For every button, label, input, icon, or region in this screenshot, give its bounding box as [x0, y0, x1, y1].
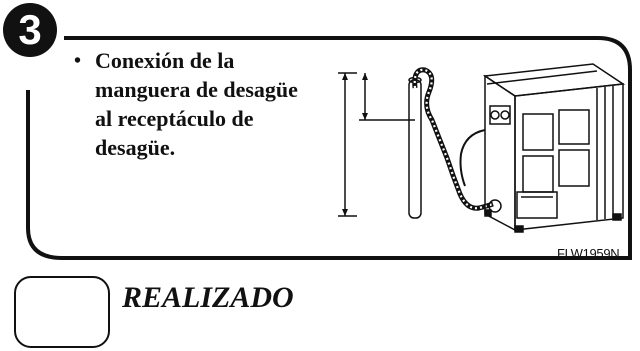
washer-drain-illustration — [338, 63, 625, 233]
instruction-text: Conexión de la manguera de desagüe al re… — [95, 48, 298, 160]
drain-hose — [412, 67, 494, 211]
instruction: • Conexión de la manguera de desagüe al … — [74, 46, 304, 162]
drain-outlet — [488, 199, 502, 213]
standpipe — [408, 79, 422, 219]
washer-right-side — [514, 83, 624, 231]
step-number-badge: 3 — [0, 0, 60, 60]
step-number: 3 — [18, 6, 42, 53]
done-checkbox[interactable] — [12, 274, 112, 350]
figure-code: FLW1959N — [557, 246, 620, 261]
bullet-point: • — [74, 50, 82, 72]
done-label: REALIZADO — [122, 281, 294, 314]
